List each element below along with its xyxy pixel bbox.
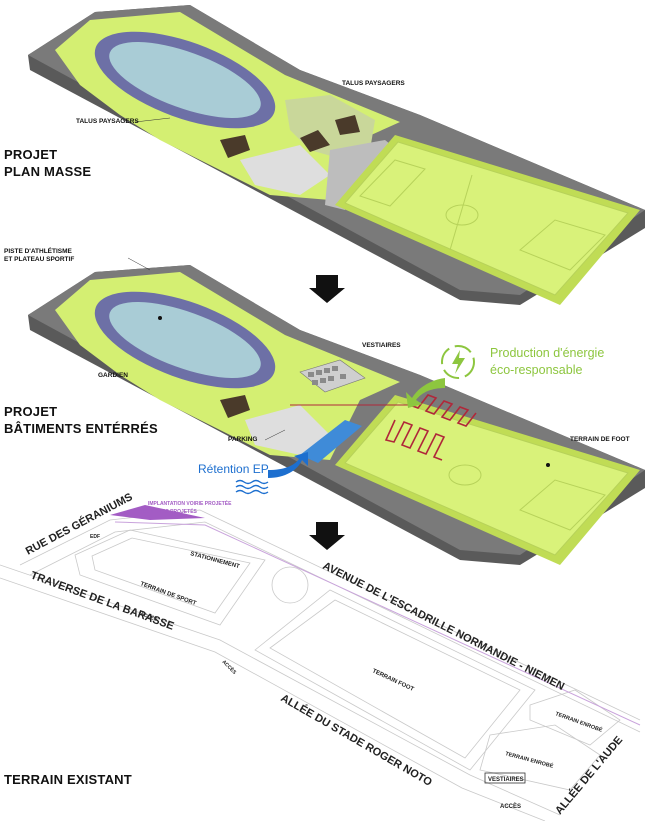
plan-avenue: AVENUE DE L'ESCADRILLE NORMANDIE - NIEME… xyxy=(321,560,567,693)
plan-acces-3: ACCÈS xyxy=(500,802,521,810)
heading-plan-masse: PROJET PLAN MASSE xyxy=(4,146,91,180)
plan-rue-geraniums: RUE DES GÉRANIUMS xyxy=(23,490,134,557)
existing-vestiaires-box xyxy=(484,772,526,784)
top-infield xyxy=(109,42,261,118)
top-rock-1 xyxy=(220,135,250,158)
plan-vestiaires: VESTIAIRES xyxy=(488,777,524,783)
top-rock-3 xyxy=(335,115,360,135)
label-talus-right: TALUS PAYSAGERS xyxy=(342,80,405,87)
leader-lines xyxy=(127,117,286,441)
label-energie-line1: Production d'énergie xyxy=(490,346,605,360)
water-arrow xyxy=(268,452,308,478)
plan-enrobe-2: TERRAIN ENROBÉ xyxy=(504,749,554,770)
mid-pitch-box-right xyxy=(519,479,606,531)
label-piste-line2: ET PLATEAU SPORTIF xyxy=(4,256,75,263)
plan-enrobe-1: TERRAIN ENROBÉ xyxy=(554,709,604,734)
top-rock-2 xyxy=(300,130,330,152)
plan-allee-stade: ALLÉE DU STADE ROGER NOTO xyxy=(279,691,435,789)
mid-track-marker xyxy=(158,316,162,320)
projected-sidewalk xyxy=(114,521,641,726)
energy-arrow xyxy=(406,378,445,408)
plan-allee-aude: ALLÉE DE L'AUDE xyxy=(552,734,625,817)
water-waves-icon xyxy=(235,479,269,495)
mid-geothermal-pipes-2 xyxy=(384,419,446,461)
top-pitch xyxy=(344,141,629,296)
label-talus-left: TALUS PAYSAGERS xyxy=(76,118,139,125)
projected-road xyxy=(110,505,205,520)
top-parking xyxy=(240,145,330,195)
plan-trottoirs: TROTTOIRS PROJETÉS xyxy=(140,507,198,515)
mid-gardien-building xyxy=(220,395,250,418)
top-pitch-box-left xyxy=(359,159,426,207)
plan-edf: EDF xyxy=(90,534,100,540)
arrow-down-2 xyxy=(309,522,345,550)
plan-implantation: IMPLANTATION VOIRIE PROJETÉE xyxy=(148,499,232,507)
label-energie: Production d'énergie éco-responsable xyxy=(490,345,604,379)
plan-terrain-foot: TERRAIN FOOT xyxy=(371,668,415,693)
mid-parking xyxy=(245,405,330,455)
plan-terrain-sport: TERRAIN DE SPORT xyxy=(139,581,197,607)
label-parking: PARKING xyxy=(228,436,258,443)
heading-existant: TERRAIN EXISTANT xyxy=(4,772,132,787)
label-vestiaires: VESTIAIRES xyxy=(362,342,401,349)
mid-pitch-circle xyxy=(448,464,482,486)
energy-bolt-icon xyxy=(441,345,475,379)
label-energie-line2: éco-responsable xyxy=(490,363,583,377)
mid-geothermal-pipes xyxy=(408,391,477,427)
mid-pitch-marker xyxy=(546,463,550,467)
top-pitch-halfline xyxy=(449,174,473,251)
existing-site-plan xyxy=(0,509,641,821)
heading-plan-masse-line2: PLAN MASSE xyxy=(4,164,92,179)
heading-batiments-line1: PROJET xyxy=(4,404,58,419)
mid-pitch xyxy=(344,401,629,556)
heading-batiments-line2: BÂTIMENTS ENTÉRRÉS xyxy=(4,421,158,436)
mid-vestiaires-cells xyxy=(308,366,346,385)
label-piste-line1: PISTE D'ATHLÉTISME xyxy=(4,248,72,255)
top-pitch-circle xyxy=(445,204,479,226)
heading-batiments: PROJET BÂTIMENTS ENTÉRRÉS xyxy=(4,403,158,437)
heading-plan-masse-line1: PROJET xyxy=(4,147,58,162)
label-gardien: GARDIEN xyxy=(98,372,128,379)
mid-infield xyxy=(109,302,261,378)
plan-stationnement: STATIONNEMENT xyxy=(189,551,240,570)
label-piste: PISTE D'ATHLÉTISME ET PLATEAU SPORTIF xyxy=(4,248,74,264)
mid-retention-basin xyxy=(300,420,362,463)
arrow-down-1 xyxy=(309,275,345,303)
top-pitch-box-right xyxy=(519,219,606,271)
label-retention: Rétention EP xyxy=(198,462,269,476)
label-terrain-foot: TERRAIN DE FOOT xyxy=(570,436,630,443)
